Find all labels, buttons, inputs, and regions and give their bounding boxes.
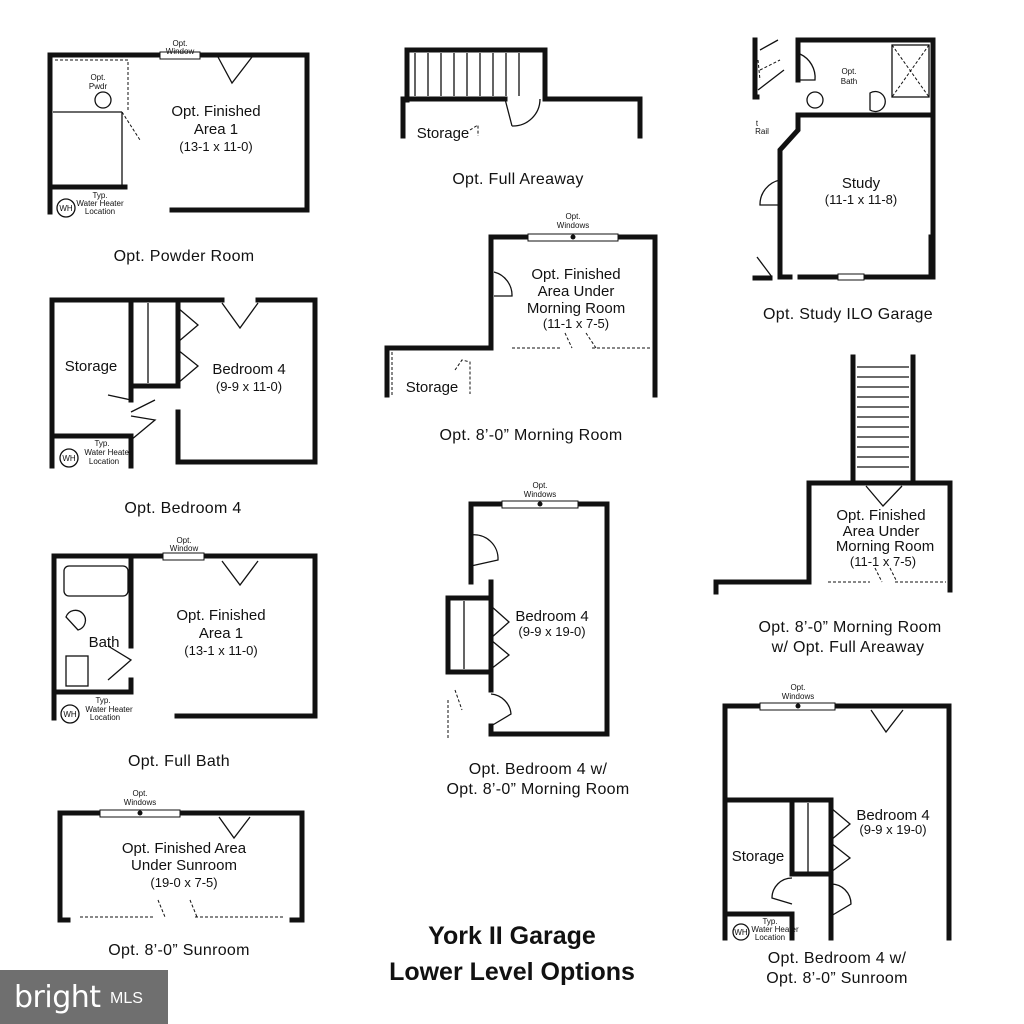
room-dimensions: (19-0 x 7-5) — [150, 875, 217, 890]
brand-watermark: bright MLS — [0, 970, 168, 1024]
room-name: Under Sunroom — [131, 857, 237, 874]
typ-wh-label: Location — [755, 933, 785, 942]
typ-wh-label: Typ. — [95, 696, 110, 705]
rail-label: Rail — [755, 127, 769, 136]
room-dimensions: (9-9 x 19-0) — [859, 822, 926, 837]
room-name: Area Under — [538, 283, 615, 300]
caption-bedroom-4-sunroom: Opt. 8’-0” Sunroom — [766, 970, 907, 987]
opt-window-label: Opt. — [172, 39, 187, 48]
sheet-title: York II Garage — [428, 922, 596, 950]
caption-bedroom-4-sunroom: Opt. Bedroom 4 w/ — [768, 950, 907, 967]
opt-window-label: Window — [166, 47, 195, 56]
typ-wh-label: Location — [90, 713, 120, 722]
opt-windows-label: Windows — [557, 221, 589, 230]
typ-wh-label: Location — [89, 457, 119, 466]
typ-wh-label: Water Heater — [84, 448, 132, 457]
storage-label: Storage — [406, 379, 459, 396]
opt-bath-label: Opt. — [841, 67, 856, 76]
room-name: Opt. Finished Area — [122, 840, 247, 857]
room-name: Bedroom 4 — [515, 608, 588, 625]
wh-label: WH — [59, 204, 73, 213]
caption-full-areaway: Opt. Full Areaway — [452, 171, 583, 188]
typ-wh-label: Typ. — [762, 917, 777, 926]
caption-sunroom: Opt. 8’-0” Sunroom — [108, 942, 249, 959]
caption-bedroom-4: Opt. Bedroom 4 — [124, 500, 241, 517]
opt-windows-label: Windows — [782, 692, 814, 701]
room-name: Morning Room — [527, 300, 625, 317]
brand-logo-text: bright — [14, 980, 101, 1015]
caption-morning-areaway: Opt. 8’-0” Morning Room — [759, 619, 942, 636]
room-name: Bedroom 4 — [856, 807, 929, 824]
plan-morning-areaway: Opt. Finished Area Under Morning Room (1… — [713, 354, 953, 656]
opt-windows-label: Opt. — [565, 212, 580, 221]
opt-windows-label: Windows — [124, 798, 156, 807]
room-dimensions: (9-9 x 19-0) — [518, 624, 585, 639]
room-dimensions: (13-1 x 11-0) — [184, 643, 257, 658]
room-dimensions: (13-1 x 11-0) — [179, 139, 252, 154]
caption-bedroom-4-morning: Opt. 8’-0” Morning Room — [447, 781, 630, 798]
plan-study-ilo-garage: Opt. Bath t Rail Study (11-1 x 11-8) Opt… — [752, 37, 936, 323]
rail-label: t — [756, 119, 759, 128]
caption-morning-room: Opt. 8’-0” Morning Room — [440, 427, 623, 444]
brand-logo-suffix: MLS — [110, 990, 143, 1007]
opt-windows-label: Opt. — [532, 481, 547, 490]
caption-study: Opt. Study ILO Garage — [763, 306, 933, 323]
room-name: Morning Room — [836, 538, 934, 555]
plan-full-areaway: Storage Opt. Full Areaway — [400, 47, 643, 188]
plan-morning-room: Opt. Windows Opt. Finished Area Under Mo… — [384, 212, 658, 444]
opt-windows-label: Windows — [524, 490, 556, 499]
caption-powder-room: Opt. Powder Room — [114, 248, 255, 265]
room-name: Opt. Finished — [836, 507, 925, 524]
wh-label: WH — [734, 928, 748, 937]
typ-wh-label: Typ. — [92, 191, 107, 200]
opt-windows-label: Opt. — [790, 683, 805, 692]
plan-bedroom-4-morning: Opt. Windows Bedroom 4 (9-9 x 19-0) Opt.… — [445, 481, 630, 798]
storage-label: Storage — [65, 358, 118, 375]
room-name: Bedroom 4 — [212, 361, 285, 378]
room-dimensions: (11-1 x 7-5) — [543, 316, 609, 331]
opt-window-label: Opt. — [176, 536, 191, 545]
caption-bedroom-4-morning: Opt. Bedroom 4 w/ — [469, 761, 608, 778]
room-name: Study — [842, 175, 881, 192]
typ-wh-label: Water Heater — [751, 925, 799, 934]
plan-bedroom-4: WH Typ. Water Heater Location Storage Be… — [49, 297, 318, 517]
wh-label: WH — [62, 454, 76, 463]
window-marker — [159, 51, 201, 60]
plan-powder-room: Opt. Window Opt. Pwdr Opt. Finished Area… — [47, 39, 310, 265]
wh-label: WH — [63, 710, 77, 719]
plan-full-bath: WH Typ. Water Heater Location Opt. Windo… — [51, 536, 318, 770]
room-dimensions: (11-1 x 7-5) — [850, 554, 916, 569]
plan-sunroom: Opt. Windows Opt. Finished Area Under Su… — [57, 789, 305, 959]
opt-bath-label: Bath — [841, 77, 857, 86]
room-name: Area 1 — [199, 625, 243, 642]
water-heater-icon — [56, 198, 76, 218]
opt-window-label: Window — [170, 544, 199, 553]
opt-pwdr-label: Opt. — [90, 73, 105, 82]
caption-full-bath: Opt. Full Bath — [128, 753, 230, 770]
room-name: Opt. Finished — [176, 607, 265, 624]
storage-label: Storage — [417, 125, 470, 142]
typ-wh-label: Location — [85, 207, 115, 216]
toilet-icon — [94, 91, 112, 109]
room-dimensions: (11-1 x 11-8) — [825, 192, 898, 207]
storage-label: Storage — [732, 848, 785, 865]
opt-windows-label: Opt. — [132, 789, 147, 798]
typ-wh-label: Water Heater — [76, 199, 124, 208]
typ-wh-label: Typ. — [94, 439, 109, 448]
caption-morning-areaway: w/ Opt. Full Areaway — [771, 639, 925, 656]
door-swing — [217, 56, 253, 85]
sheet-subtitle: Lower Level Options — [389, 958, 635, 986]
typ-wh-label: Water Heater — [85, 705, 133, 714]
room-name: Opt. Finished — [531, 266, 620, 283]
room-name: Opt. Finished — [171, 103, 260, 120]
room-name: Area Under — [843, 523, 920, 540]
room-name: Area 1 — [194, 121, 238, 138]
room-dimensions: (9-9 x 11-0) — [216, 379, 282, 394]
plan-bedroom-4-sunroom: WH Typ. Water Heater Location Opt. Windo… — [722, 683, 952, 987]
opt-pwdr-label: Pwdr — [89, 82, 108, 91]
room-name: Bath — [89, 634, 120, 651]
